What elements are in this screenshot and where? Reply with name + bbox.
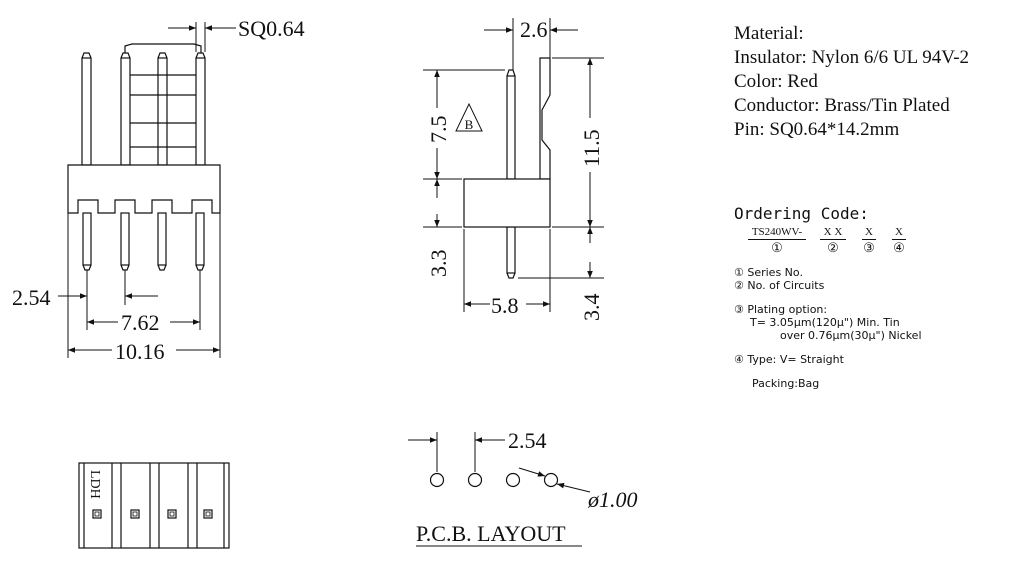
side-pin-top xyxy=(506,75,516,180)
spec-line-color: Color: Red xyxy=(734,71,818,92)
dim-hole-diameter: ø1.00 xyxy=(587,487,638,512)
top-pin-4 xyxy=(203,509,213,519)
dim-height-75: 7.5 xyxy=(426,116,451,144)
triangle-letter: B xyxy=(465,117,474,132)
note-plating-title: ③ Plating option: xyxy=(734,303,828,316)
front-pin-top-2 xyxy=(120,57,131,166)
front-housing xyxy=(67,164,221,214)
pcb-hole-3 xyxy=(505,472,521,488)
dim-top-26: 2.6 xyxy=(520,17,548,42)
front-pin-top-3 xyxy=(157,57,168,166)
ordering-code-title: Ordering Code: xyxy=(734,204,869,223)
dim-span-762: 7.62 xyxy=(121,310,160,335)
code-segment-circuits: X X ② xyxy=(820,226,846,255)
ordering-code-row: TS240WV- ① X X ② X ③ X ④ xyxy=(734,226,1004,266)
spec-line-material: Material: xyxy=(734,23,804,44)
top-view xyxy=(78,462,230,549)
pcb-hole-4 xyxy=(543,472,559,488)
top-pin-3 xyxy=(167,509,177,519)
dim-pitch-254: 2.54 xyxy=(12,285,51,310)
note-plating-nickel: over 0.76μm(30μ") Nickel xyxy=(780,329,922,342)
spec-line-pin: Pin: SQ0.64*14.2mm xyxy=(734,119,900,140)
front-pin-top-4 xyxy=(195,57,206,166)
part-marking-ldh: LDH xyxy=(87,470,102,499)
spec-line-insulator: Insulator: Nylon 6/6 UL 94V-2 xyxy=(734,47,970,68)
front-pin-bottom-1 xyxy=(82,212,92,266)
note-series: ① Series No. xyxy=(734,266,803,279)
pcb-layout xyxy=(408,432,591,547)
dim-pcb-pitch: 2.54 xyxy=(508,428,547,453)
note-circuits: ② No. of Circuits xyxy=(734,279,825,292)
side-view xyxy=(423,18,604,312)
code-segment-plating: X ③ xyxy=(862,226,876,255)
pcb-hole-2 xyxy=(467,472,483,488)
top-pin-1 xyxy=(92,509,102,519)
dim-height-115: 11.5 xyxy=(579,129,604,167)
note-type: ④ Type: V= Straight xyxy=(734,353,844,366)
dim-sq064: SQ0.64 xyxy=(238,16,305,41)
top-housing xyxy=(78,462,230,549)
side-latch xyxy=(539,57,551,180)
note-plating-tin: T= 3.05μm(120μ") Min. Tin xyxy=(750,316,900,329)
note-packing: Packing:Bag xyxy=(752,377,820,390)
code-segment-series: TS240WV- ① xyxy=(748,226,806,255)
pcb-hole-1 xyxy=(429,472,445,488)
top-pin-2 xyxy=(130,509,140,519)
pcb-layout-title: P.C.B. LAYOUT xyxy=(416,521,566,546)
spec-line-conductor: Conductor: Brass/Tin Plated xyxy=(734,95,950,116)
dim-height-33: 3.3 xyxy=(426,250,451,278)
front-pin-top-1 xyxy=(81,57,92,166)
front-pin-bottom-3 xyxy=(157,212,167,266)
front-pin-bottom-4 xyxy=(195,212,205,266)
material-specs: Material: Insulator: Nylon 6/6 UL 94V-2 … xyxy=(734,22,1004,142)
code-segment-type: X ④ xyxy=(892,226,906,255)
revision-triangle xyxy=(455,102,483,132)
dim-width-1016: 10.16 xyxy=(115,339,165,364)
front-pin-bottom-2 xyxy=(120,212,130,266)
side-housing xyxy=(463,178,551,228)
side-pin-bottom xyxy=(506,226,516,274)
front-view xyxy=(58,22,236,358)
ordering-code: Ordering Code: TS240WV- ① X X ② X ③ X ④ … xyxy=(734,204,1004,390)
dim-body-58: 5.8 xyxy=(491,293,519,318)
dim-tail-34: 3.4 xyxy=(579,294,604,322)
